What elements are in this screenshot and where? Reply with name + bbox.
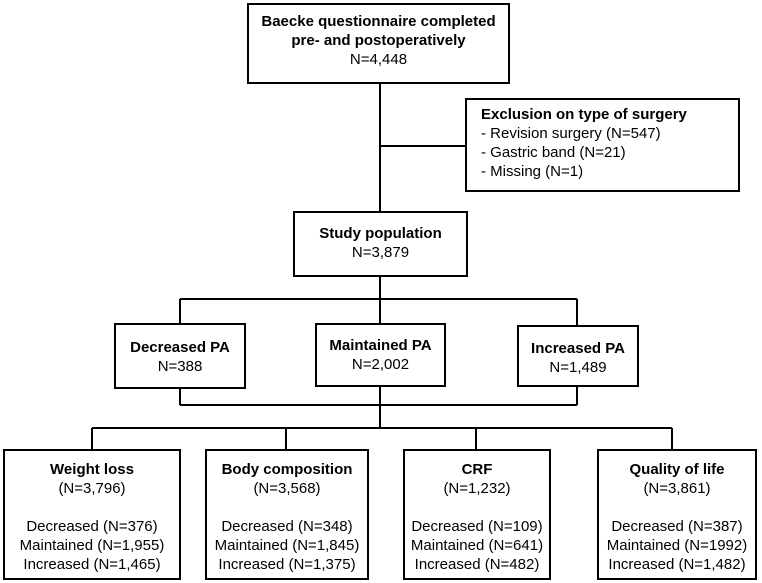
outcome-count: (N=3,568) [253, 480, 321, 497]
increased-pa-title: Increased PA [531, 340, 625, 357]
exclusion-item-revision: - Revision surgery (N=547) [481, 125, 661, 142]
increased-pa-box: Increased PA N=1,489 [517, 325, 639, 387]
outcome-decreased: Decreased (N=387) [611, 518, 743, 535]
outcome-title: CRF [461, 461, 493, 478]
outcome-maintained: Maintained (N=1,955) [19, 537, 165, 554]
outcome-title: Quality of life [629, 461, 725, 478]
outcome-decreased: Decreased (N=376) [26, 518, 158, 535]
maintained-pa-count: N=2,002 [351, 356, 410, 373]
outcome-decreased: Decreased (N=109) [411, 518, 543, 535]
outcome-body-composition-box: Body composition (N=3,568) Decreased (N=… [205, 449, 369, 580]
outcome-maintained: Maintained (N=1992) [606, 537, 748, 554]
study-count: N=3,879 [351, 244, 410, 261]
decreased-pa-count: N=388 [157, 358, 203, 375]
outcome-increased: Increased (N=1,465) [23, 556, 161, 573]
outcome-increased: Increased (N=1,482) [608, 556, 746, 573]
outcome-crf-box: CRF (N=1,232) Decreased (N=109) Maintain… [403, 449, 551, 580]
outcome-maintained: Maintained (N=1,845) [214, 537, 360, 554]
exclusion-title: Exclusion on type of surgery [481, 106, 687, 123]
outcome-increased: Increased (N=482) [414, 556, 540, 573]
outcome-weight-loss-box: Weight loss (N=3,796) Decreased (N=376) … [3, 449, 181, 580]
exclusion-item-missing: - Missing (N=1) [481, 163, 584, 180]
increased-pa-count: N=1,489 [549, 359, 607, 376]
decreased-pa-title: Decreased PA [130, 339, 230, 356]
exclusion-box: Exclusion on type of surgery - Revision … [465, 98, 740, 192]
outcome-count: (N=1,232) [443, 480, 511, 497]
outcome-title: Weight loss [50, 461, 134, 478]
exclusion-item-gastric-band: - Gastric band (N=21) [481, 144, 626, 161]
outcome-count: (N=3,796) [58, 480, 126, 497]
start-title-line2: pre- and postoperatively [291, 32, 466, 49]
outcome-title: Body composition [221, 461, 353, 478]
maintained-pa-box: Maintained PA N=2,002 [315, 323, 446, 387]
start-box: Baecke questionnaire completed pre- and … [247, 3, 510, 84]
start-count: N=4,448 [349, 51, 408, 68]
start-title-line1: Baecke questionnaire completed [261, 13, 496, 30]
study-title: Study population [319, 225, 442, 242]
outcome-decreased: Decreased (N=348) [221, 518, 353, 535]
outcome-maintained: Maintained (N=641) [410, 537, 544, 554]
maintained-pa-title: Maintained PA [329, 337, 432, 354]
decreased-pa-box: Decreased PA N=388 [114, 323, 246, 389]
study-population-box: Study population N=3,879 [293, 211, 468, 277]
outcome-increased: Increased (N=1,375) [218, 556, 356, 573]
outcome-count: (N=3,861) [643, 480, 711, 497]
outcome-quality-of-life-box: Quality of life (N=3,861) Decreased (N=3… [597, 449, 757, 580]
